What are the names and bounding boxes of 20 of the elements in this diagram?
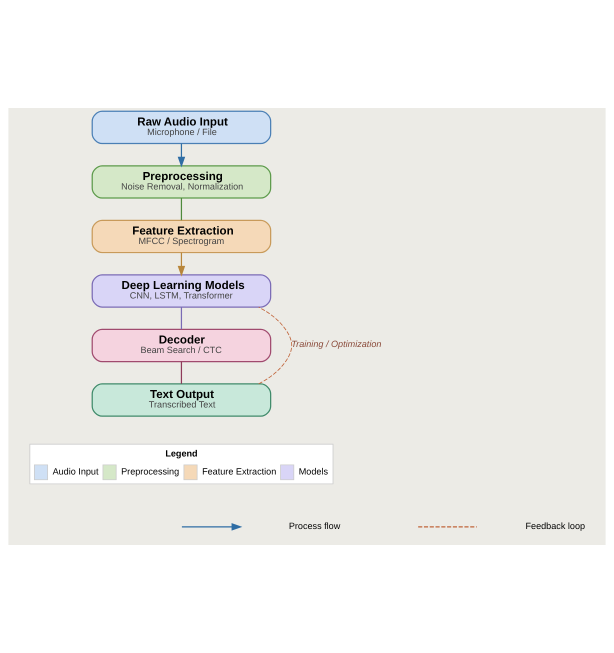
node-box: Feature Extraction MFCC / Spectrogram <box>92 220 272 254</box>
connector <box>180 198 182 220</box>
arrow <box>178 252 186 277</box>
arrow <box>178 144 186 168</box>
node-box: Preprocessing Noise Removal, Normalization <box>92 165 272 199</box>
legend-label: Preprocessing <box>121 466 180 477</box>
node-box: Decoder Beam Search / CTC <box>92 328 272 362</box>
legend-label: Models <box>298 466 328 477</box>
node-box: Text Output Transcribed Text <box>92 383 272 417</box>
connector <box>258 306 292 384</box>
connector <box>180 362 182 384</box>
legend-label: Feature Extraction <box>202 466 276 477</box>
label: Legend <box>165 448 198 458</box>
legend-label: Process flow <box>288 521 340 532</box>
node-box: Deep Learning Models CNN, LSTM, Transformer <box>92 274 272 308</box>
legend-label: Feedback loop <box>526 521 586 532</box>
node-box: Raw Audio Input Microphone / File <box>92 110 272 144</box>
edge-label: Training / Optimization <box>291 338 382 349</box>
legend-label: Audio Input <box>52 466 99 477</box>
connector <box>180 307 182 330</box>
